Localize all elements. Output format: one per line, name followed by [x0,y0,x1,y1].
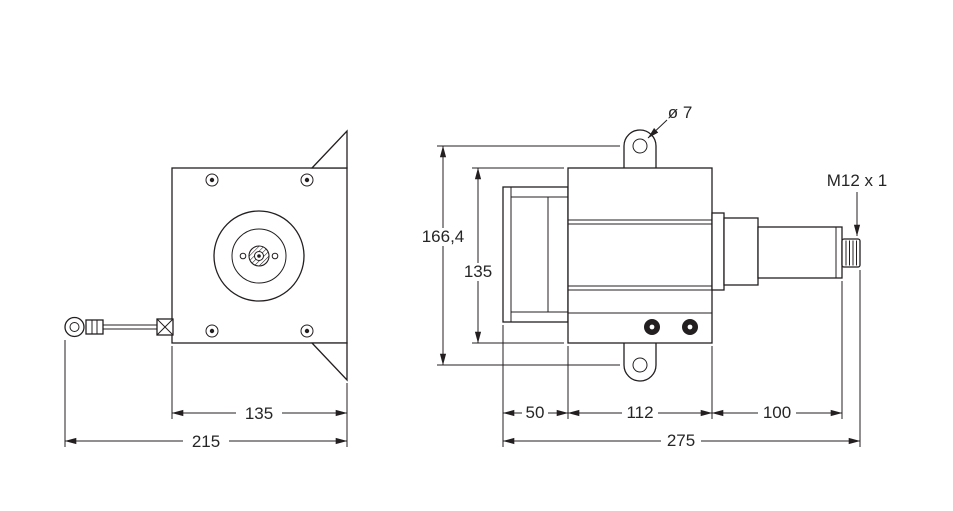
wire-clamp [85,319,104,335]
corner-screw-top-left [205,173,219,187]
hub-screw-right [271,252,279,260]
lug-hole [632,357,648,373]
dim-flange-depth-label: 50 [526,403,545,422]
corner-screw-bottom-left [205,324,219,338]
rear-housing [723,217,759,286]
corner-screw-bottom-right [300,324,314,338]
leader-line [647,119,668,139]
dim-rear-depth: 100 [711,281,843,422]
dim-body-height-label: 135 [464,262,492,281]
lug-tab [623,129,657,168]
mounting-fin-bottom [310,342,348,382]
side-view: ø 7 M12 x 1 166,4 135 50 [417,103,887,450]
hole-diameter-label: ø 7 [668,103,693,122]
dim-front-total-width: 215 [64,340,348,451]
connector-thread-label: M12 x 1 [827,171,887,190]
mounting-lug-bottom [623,343,657,382]
label-connector-thread: M12 x 1 [827,171,887,237]
drum-outer-circle [213,210,305,302]
label-hole-diameter: ø 7 [647,103,693,139]
rear-plate [711,212,725,291]
hub-center [257,254,261,258]
dim-flange-depth: 50 [502,325,569,447]
mounting-fin-top [310,129,348,169]
fixing-screw-right [682,319,698,335]
dim-front-width-label: 135 [245,404,273,423]
corner-screw-top-right [300,173,314,187]
dim-front-width: 135 [171,346,348,447]
m12-connector [841,238,861,268]
dim-hole-spacing-label: 166,4 [422,227,465,246]
dim-front-total-width-label: 215 [192,432,220,451]
lug-tab [623,343,657,382]
dim-hole-spacing: 166,4 [417,145,620,366]
lug-hole [632,138,648,154]
mounting-flange [502,186,569,323]
fixing-screw-left [644,319,660,335]
dim-rear-depth-label: 100 [763,403,791,422]
front-view: 135 215 [64,129,348,451]
wire-eyelet-hole [69,322,80,332]
dim-body-depth: 112 [567,346,713,422]
housing-body [567,167,713,344]
dim-body-depth-label: 112 [626,403,653,422]
drum-inner-ring [231,228,287,284]
wire-eyelet [64,316,85,338]
rear-assembly [711,212,861,291]
mounting-lug-top [623,129,657,168]
dim-total-depth: 275 [502,270,861,450]
flange-plate [502,186,569,323]
connector-housing [757,226,843,279]
hub-screw-left [239,252,247,260]
draw-wire-assembly [64,316,174,338]
dim-total-depth-label: 275 [667,431,695,450]
cable-drum [213,210,305,302]
dim-body-height: 135 [460,167,564,344]
body-outline [567,167,713,344]
